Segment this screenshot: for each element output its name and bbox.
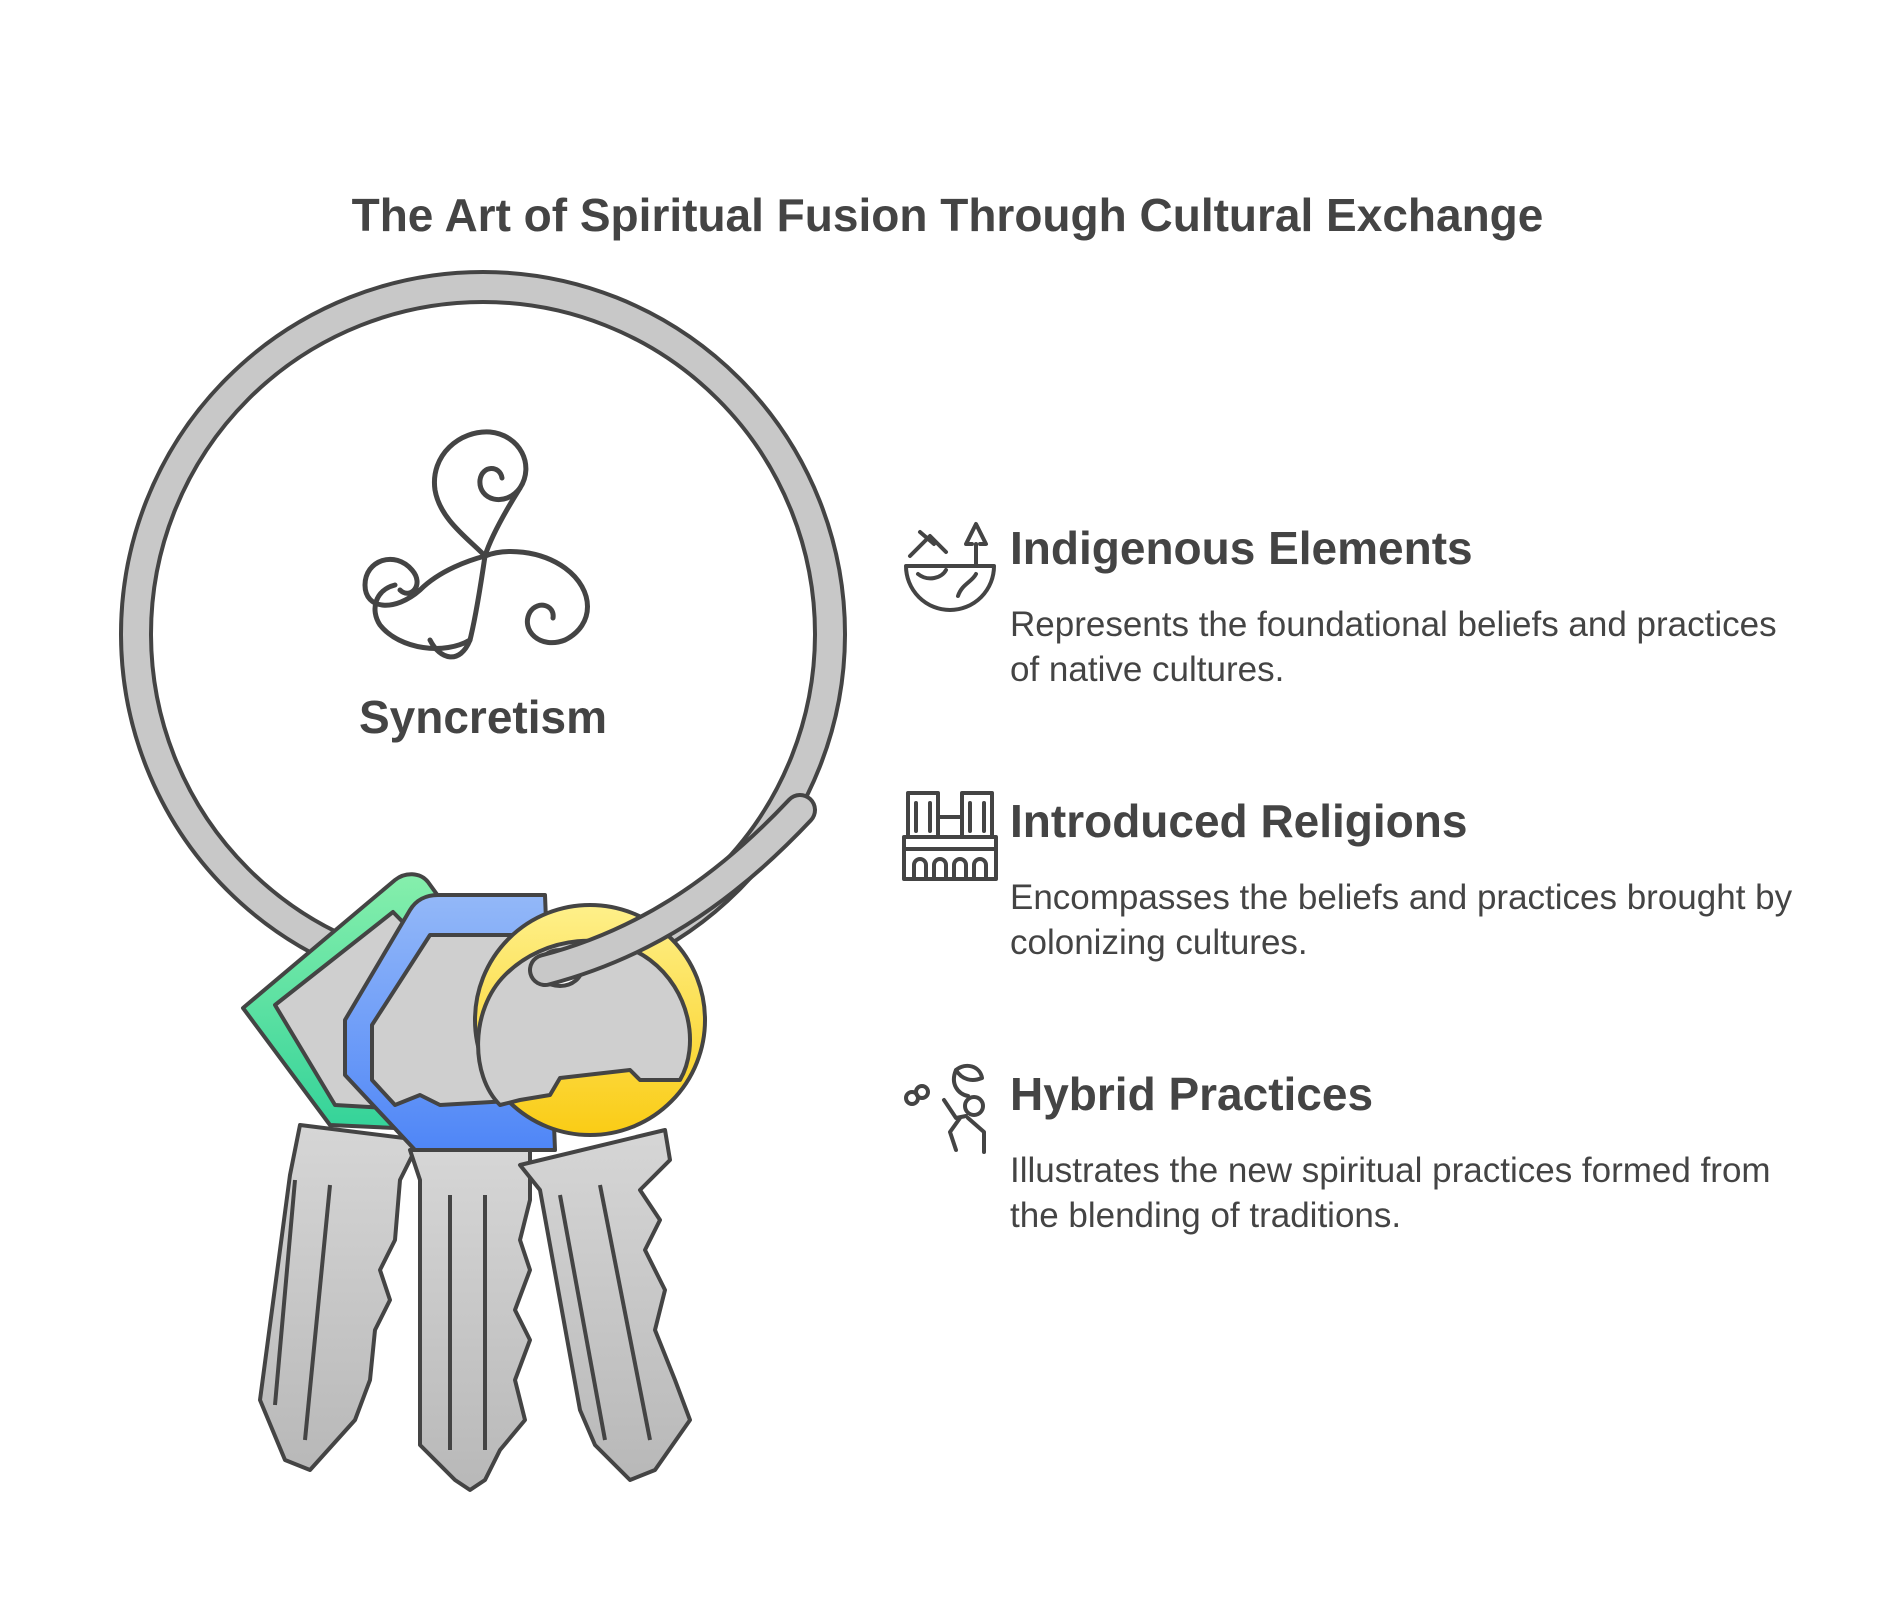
item-description: Encompasses the beliefs and practices br… [1010, 878, 1793, 962]
item-description: Represents the foundational beliefs and … [1010, 605, 1777, 689]
item-title: Indigenous Elements [1010, 522, 1473, 574]
item-indigenous-elements: Indigenous Elements Represents the found… [904, 520, 1810, 692]
page-title: The Art of Spiritual Fusion Through Cult… [351, 189, 1544, 241]
triskelion-spiral-icon [362, 429, 590, 660]
landscape-earth-icon [904, 522, 996, 612]
item-title: Introduced Religions [1010, 795, 1468, 847]
center-label: Syncretism [359, 691, 607, 743]
dancer-ribbon-icon [904, 1063, 986, 1154]
item-hybrid-practices: Hybrid Practices Illustrates the new spi… [904, 1063, 1810, 1238]
item-introduced-religions: Introduced Religions Encompasses the bel… [902, 791, 1810, 965]
key-ring-front [528, 793, 817, 987]
cathedral-icon [902, 791, 998, 881]
item-title: Hybrid Practices [1010, 1068, 1374, 1120]
item-description: Illustrates the new spiritual practices … [1010, 1151, 1771, 1235]
